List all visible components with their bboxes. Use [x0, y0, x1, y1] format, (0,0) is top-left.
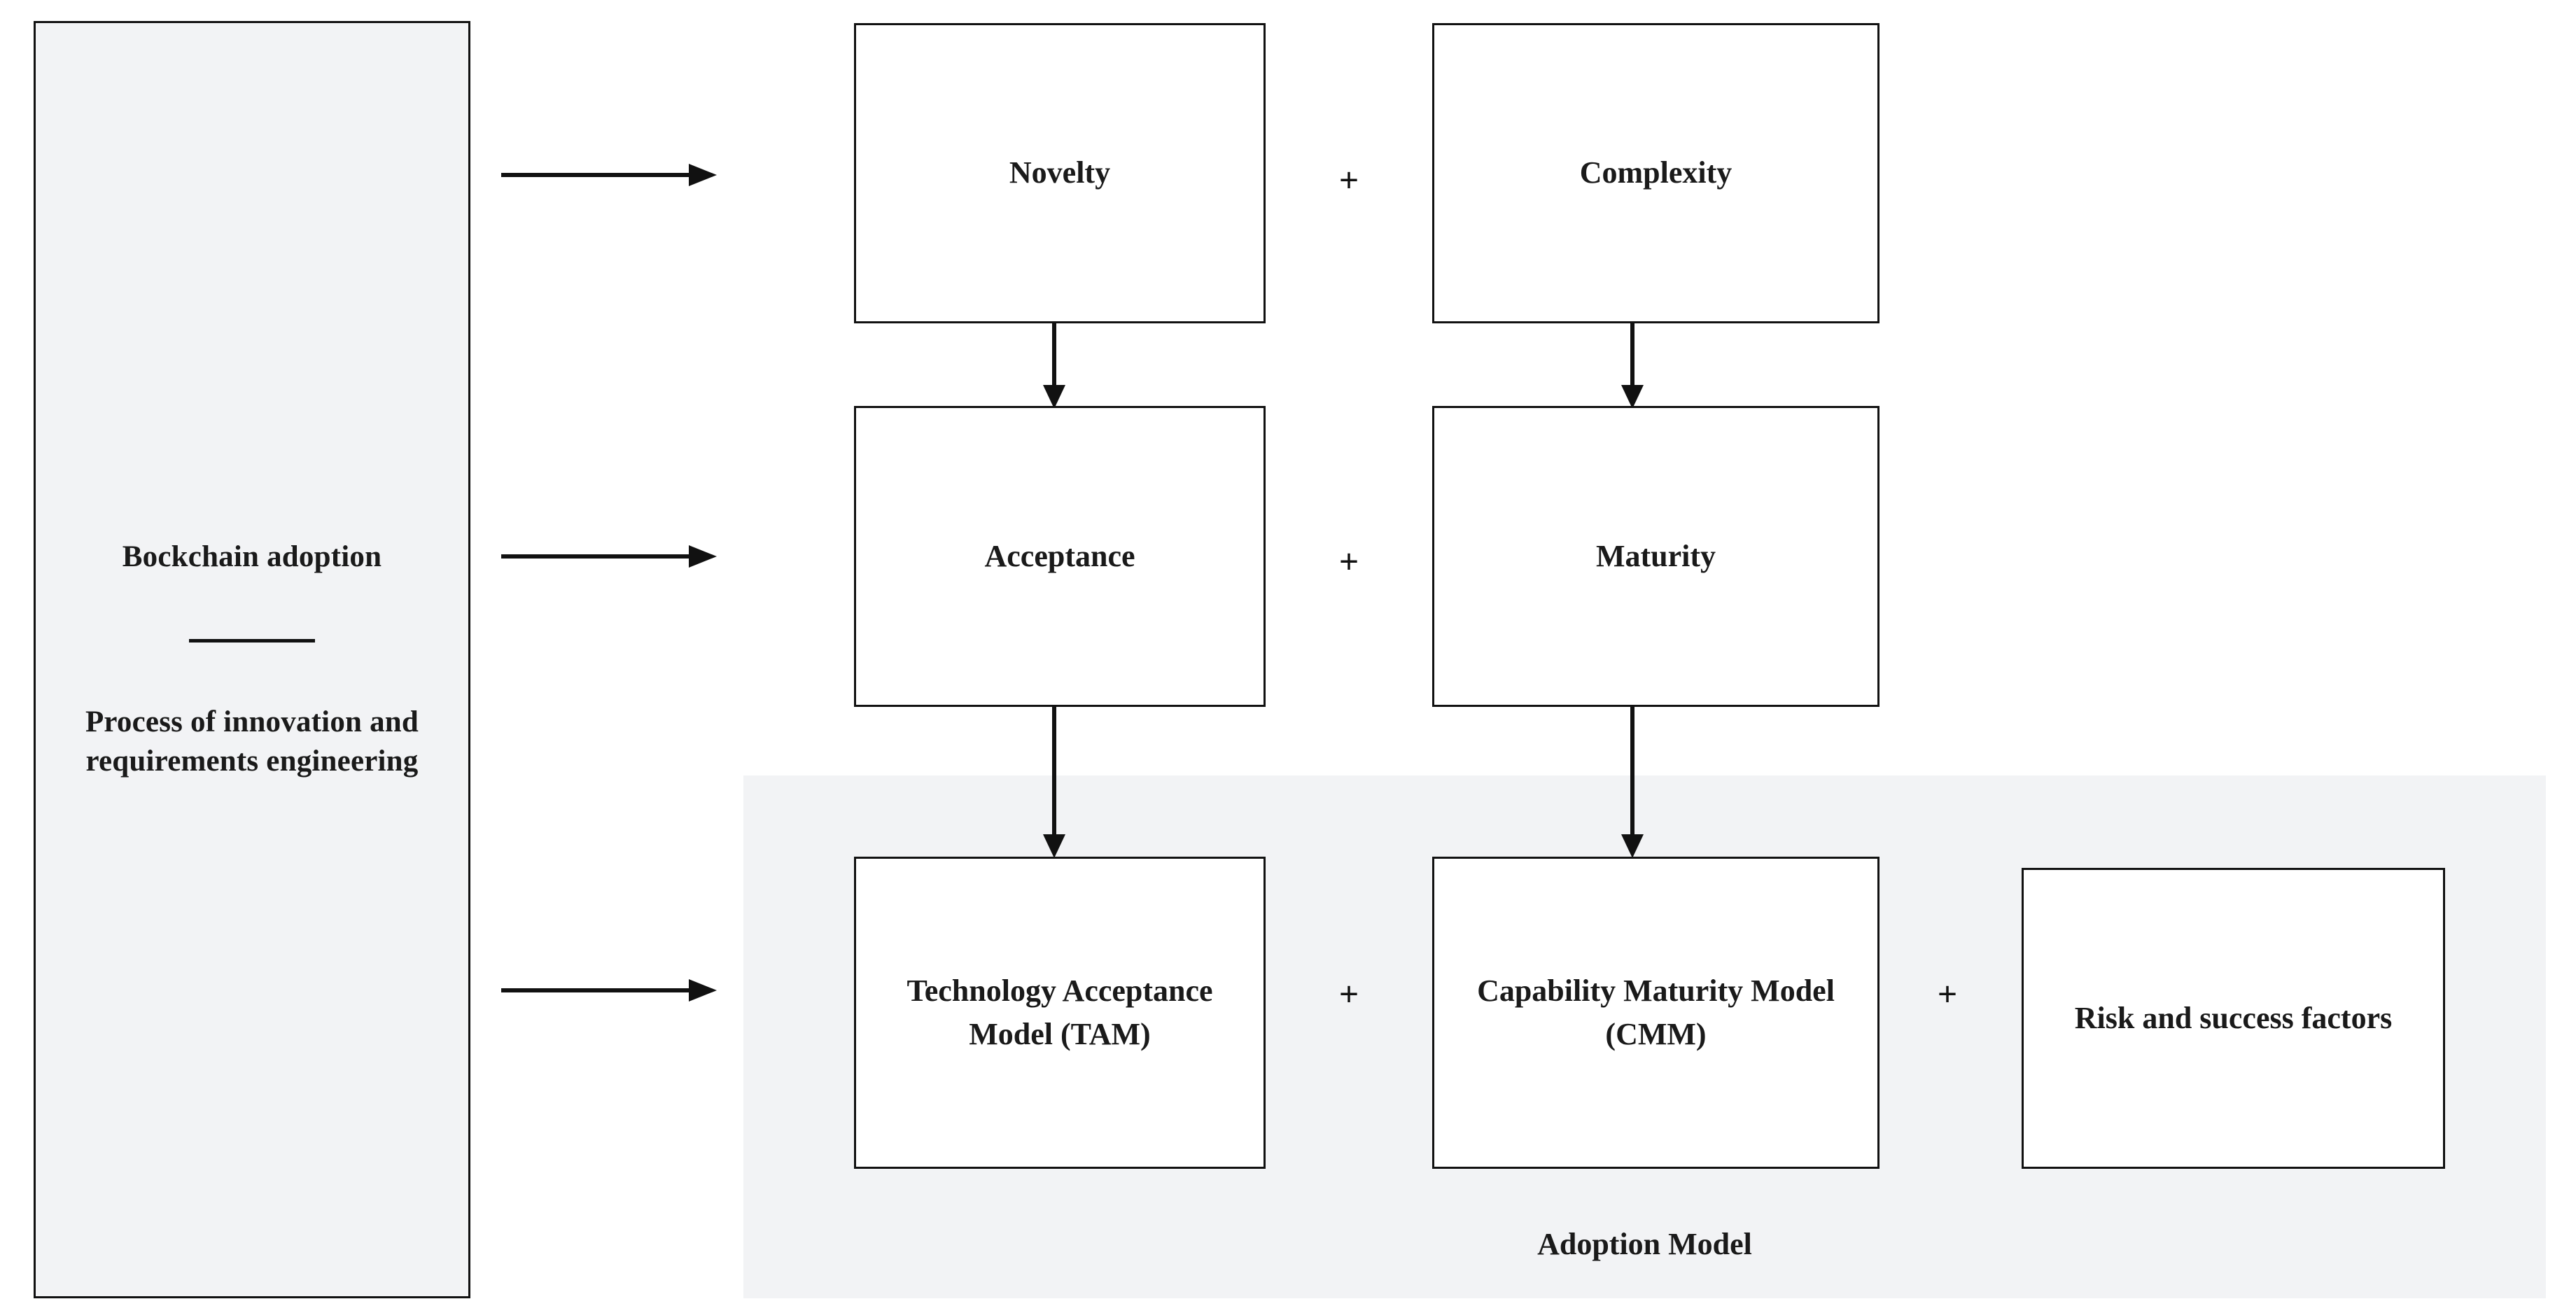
- context-panel-line-1: Bockchain adoption: [122, 540, 382, 573]
- node-complexity-label: Complexity: [1579, 155, 1732, 190]
- node-tam[interactable]: Technology Acceptance Model (TAM): [854, 857, 1266, 1169]
- node-acceptance-label: Acceptance: [984, 538, 1135, 573]
- node-tam-label: Technology Acceptance Model (TAM): [906, 973, 1213, 1051]
- arrow-panel-to-row3: [501, 969, 718, 1011]
- context-panel-line-2: Process of innovation and requirements e…: [85, 705, 419, 778]
- node-complexity[interactable]: Complexity: [1432, 23, 1879, 323]
- plus-operator-row3-a: +: [1338, 974, 1359, 1013]
- node-maturity-label: Maturity: [1595, 538, 1716, 573]
- context-panel-divider: [189, 638, 315, 643]
- arrow-panel-to-row1: [501, 154, 718, 196]
- node-maturity[interactable]: Maturity: [1432, 406, 1879, 707]
- node-novelty-label: Novelty: [1009, 155, 1111, 190]
- plus-operator-row1: +: [1338, 160, 1359, 199]
- arrow-maturity-to-cmm: [1617, 707, 1648, 858]
- plus-operator-row2: +: [1338, 542, 1359, 581]
- node-cmm[interactable]: Capability Maturity Model (CMM): [1432, 857, 1879, 1169]
- node-risk-success-factors[interactable]: Risk and success factors: [2022, 868, 2445, 1169]
- node-cmm-label: Capability Maturity Model (CMM): [1477, 973, 1835, 1051]
- plus-operator-row3-b: +: [1937, 974, 1958, 1013]
- adoption-model-caption: Adoption Model: [1537, 1227, 1752, 1261]
- arrow-novelty-to-acceptance: [1039, 323, 1070, 409]
- context-panel: Bockchain adoption Process of innovation…: [34, 21, 470, 1298]
- arrow-acceptance-to-tam: [1039, 707, 1070, 858]
- node-risk-success-factors-label: Risk and success factors: [2074, 1000, 2393, 1035]
- arrow-panel-to-row2: [501, 535, 718, 577]
- arrow-complexity-to-maturity: [1617, 323, 1648, 409]
- node-novelty[interactable]: Novelty: [854, 23, 1266, 323]
- node-acceptance[interactable]: Acceptance: [854, 406, 1266, 707]
